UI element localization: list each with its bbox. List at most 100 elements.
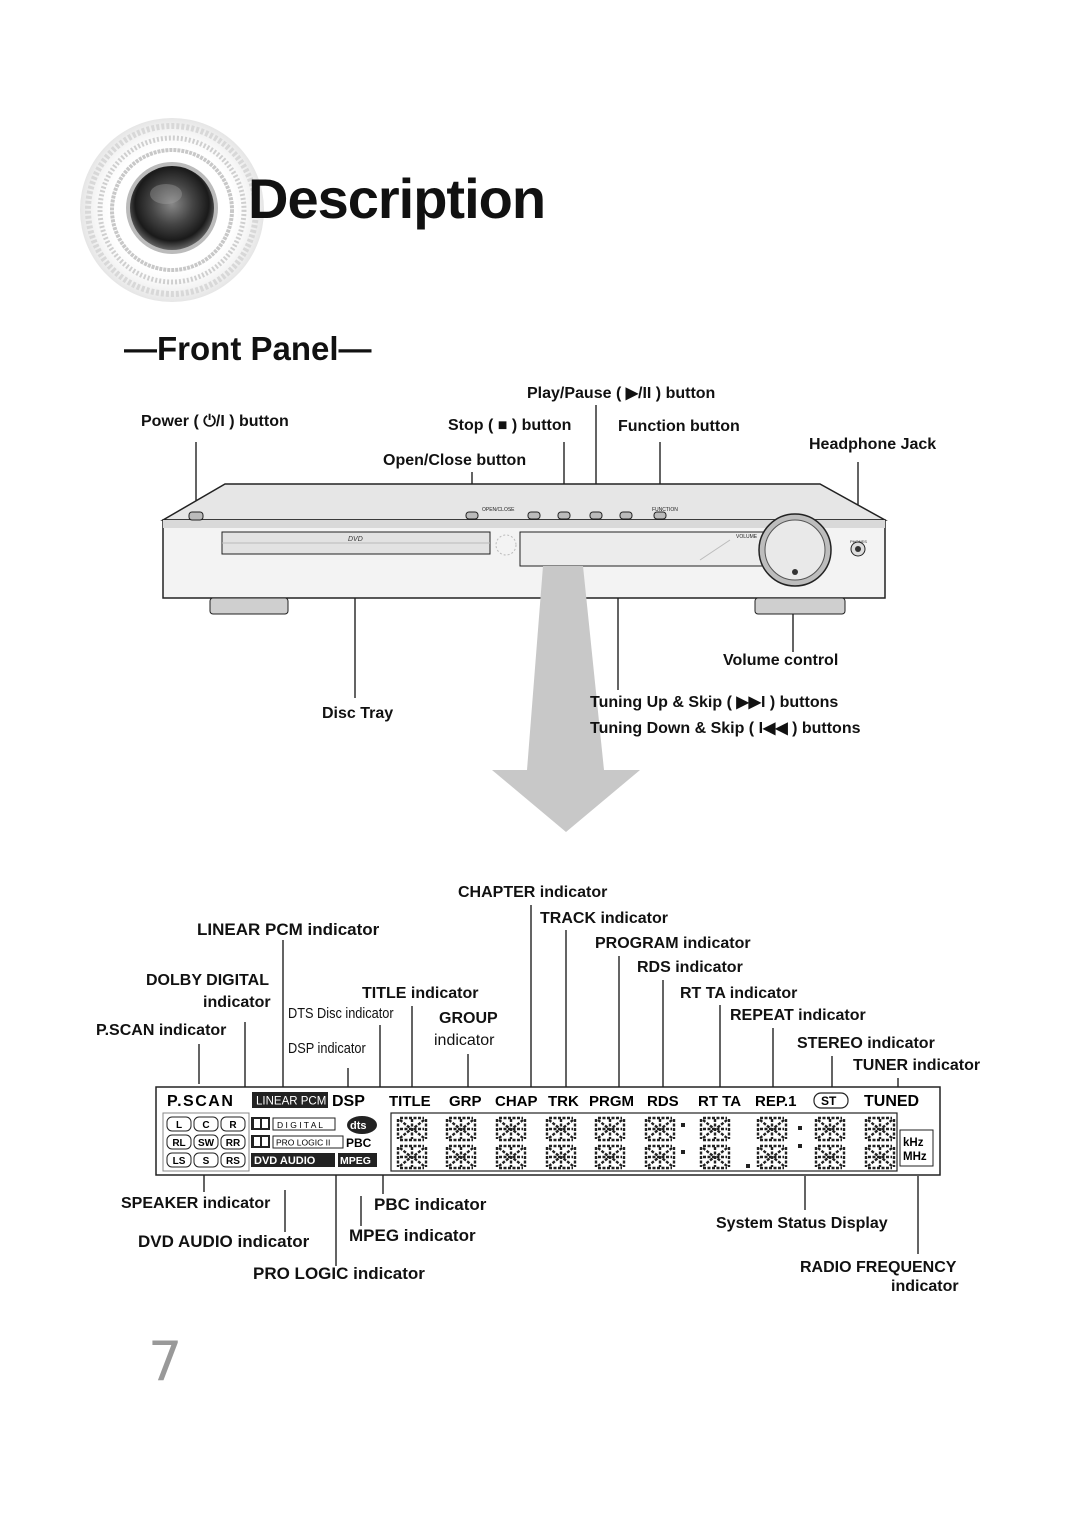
segment-cell bbox=[495, 1116, 527, 1142]
label-disc-tray: Disc Tray bbox=[322, 705, 394, 722]
spk-rs: RS bbox=[226, 1156, 240, 1167]
function-print: FUNCTION bbox=[652, 507, 678, 513]
label-stereo: STEREO indicator bbox=[797, 1035, 935, 1052]
open-close-print: OPEN/CLOSE bbox=[482, 507, 515, 513]
label-rds: RDS indicator bbox=[637, 959, 743, 976]
disp-khz: kHz bbox=[903, 1137, 924, 1149]
segment-cell bbox=[445, 1116, 477, 1142]
label-program: PROGRAM indicator bbox=[595, 935, 751, 952]
skip-forward-button[interactable] bbox=[619, 511, 633, 520]
disp-grp: GRP bbox=[449, 1093, 482, 1110]
skip-back-button[interactable] bbox=[527, 511, 541, 520]
disp-digital: D I G I T A L bbox=[277, 1120, 323, 1130]
label-power: Power ( ⏻/I ) button bbox=[141, 413, 289, 430]
segment-display bbox=[396, 1116, 896, 1170]
label-group-1: GROUP bbox=[439, 1010, 498, 1027]
segment-cell bbox=[699, 1144, 731, 1170]
segment-cell bbox=[814, 1144, 846, 1170]
segment-cell bbox=[644, 1144, 676, 1170]
label-speaker: SPEAKER indicator bbox=[121, 1195, 271, 1212]
speaker-icon bbox=[80, 118, 264, 302]
disp-dts: dts bbox=[350, 1120, 367, 1132]
label-play-pause: Play/Pause ( ▶/II ) button bbox=[527, 385, 716, 402]
segment-cell bbox=[699, 1116, 731, 1142]
spk-l: L bbox=[176, 1120, 182, 1131]
segment-dot bbox=[681, 1123, 685, 1127]
spk-rl: RL bbox=[172, 1138, 185, 1149]
disp-pro-logic: PRO LOGIC II bbox=[276, 1138, 330, 1148]
disp-pbc: PBC bbox=[346, 1136, 372, 1150]
disp-rds: RDS bbox=[647, 1093, 679, 1110]
segment-cell bbox=[495, 1144, 527, 1170]
label-system-status: System Status Display bbox=[716, 1215, 888, 1232]
segment-cell bbox=[864, 1144, 896, 1170]
disp-pscan: P.SCAN bbox=[167, 1093, 234, 1110]
phones-print: PHONES bbox=[850, 539, 867, 544]
segment-dot bbox=[746, 1164, 750, 1168]
label-tuning-up: Tuning Up & Skip ( ▶▶I ) buttons bbox=[590, 694, 839, 711]
label-chapter: CHAPTER indicator bbox=[458, 884, 608, 901]
play-pause-button[interactable] bbox=[589, 511, 603, 520]
label-volume: Volume control bbox=[723, 652, 839, 669]
segment-cell bbox=[644, 1116, 676, 1142]
label-stop: Stop ( ■ ) button bbox=[448, 417, 572, 434]
volume-print: VOLUME bbox=[736, 534, 758, 540]
volume-knob[interactable] bbox=[764, 519, 826, 581]
segment-cell bbox=[545, 1116, 577, 1142]
segment-dot bbox=[681, 1150, 685, 1154]
disp-rt-ta: RT TA bbox=[698, 1093, 741, 1110]
spk-r: R bbox=[229, 1120, 237, 1131]
segment-cell bbox=[594, 1116, 626, 1142]
page-title: Description bbox=[248, 167, 546, 230]
label-dvd-audio: DVD AUDIO indicator bbox=[138, 1232, 310, 1251]
spk-rr: RR bbox=[226, 1138, 241, 1149]
disp-dsp: DSP bbox=[332, 1093, 365, 1110]
disp-chap: CHAP bbox=[495, 1093, 538, 1110]
function-button[interactable] bbox=[653, 511, 667, 520]
spk-s: S bbox=[203, 1156, 210, 1167]
segment-cell bbox=[864, 1116, 896, 1142]
dvd-logo: DVD bbox=[348, 536, 363, 543]
disp-trk: TRK bbox=[548, 1093, 579, 1110]
segment-cell bbox=[756, 1144, 788, 1170]
label-radio-freq-1: RADIO FREQUENCY bbox=[800, 1259, 957, 1276]
label-pscan: P.SCAN indicator bbox=[96, 1022, 227, 1039]
label-rt-ta: RT TA indicator bbox=[680, 985, 798, 1002]
disp-mpeg: MPEG bbox=[340, 1155, 371, 1167]
segment-dot bbox=[798, 1126, 802, 1130]
open-close-button[interactable] bbox=[465, 511, 479, 520]
section-heading: —Front Panel— bbox=[124, 330, 372, 367]
spk-sw: SW bbox=[198, 1138, 215, 1149]
label-repeat: REPEAT indicator bbox=[730, 1007, 866, 1024]
disp-title: TITLE bbox=[389, 1093, 431, 1110]
segment-dot bbox=[798, 1144, 802, 1148]
disp-linear-pcm: LINEAR PCM bbox=[256, 1096, 326, 1108]
label-headphone: Headphone Jack bbox=[809, 436, 937, 453]
label-open-close: Open/Close button bbox=[383, 452, 527, 469]
segment-cell bbox=[396, 1144, 428, 1170]
spk-ls: LS bbox=[173, 1156, 186, 1167]
spk-c: C bbox=[202, 1120, 209, 1131]
down-arrow bbox=[492, 566, 640, 832]
label-pbc: PBC indicator bbox=[374, 1195, 487, 1214]
label-title: TITLE indicator bbox=[362, 985, 479, 1002]
disp-dvd-audio: DVD AUDIO bbox=[254, 1155, 316, 1167]
label-dolby-digital-2: indicator bbox=[203, 994, 271, 1011]
disp-st: ST bbox=[821, 1094, 837, 1108]
front-panel-diagram: DVD OPEN/CLOSE FUNCTION VOLUME PHONES bbox=[160, 405, 888, 832]
power-button[interactable] bbox=[188, 511, 204, 521]
label-dts: DTS Disc indicator bbox=[288, 1005, 394, 1022]
segment-cell bbox=[445, 1144, 477, 1170]
label-track: TRACK indicator bbox=[540, 910, 668, 927]
label-dsp: DSP indicator bbox=[288, 1040, 366, 1057]
label-function: Function button bbox=[618, 418, 740, 435]
label-pro-logic: PRO LOGIC indicator bbox=[253, 1264, 425, 1283]
page-number: 7 bbox=[148, 1330, 183, 1393]
disp-prgm: PRGM bbox=[589, 1093, 634, 1110]
label-group-2: indicator bbox=[434, 1032, 495, 1049]
disp-tuned: TUNED bbox=[864, 1093, 919, 1110]
label-mpeg: MPEG indicator bbox=[349, 1226, 476, 1245]
label-tuner: TUNER indicator bbox=[853, 1057, 981, 1074]
stop-button[interactable] bbox=[557, 511, 571, 520]
segment-cell bbox=[396, 1116, 428, 1142]
